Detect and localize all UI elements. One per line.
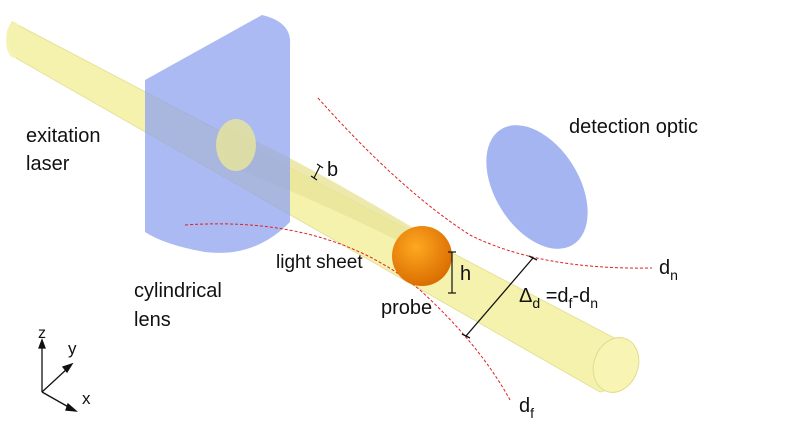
beam-start-cap [6, 22, 22, 58]
probe-label: probe [381, 297, 433, 319]
light-sheet-label: light sheet [276, 252, 363, 273]
probe-sphere [392, 226, 452, 286]
lens-aperture [216, 119, 256, 171]
dn-curve [317, 97, 653, 269]
h-marker [448, 251, 456, 294]
delta-main: Δ [519, 285, 533, 307]
delta-eq-sub1: f [568, 295, 573, 311]
dn-sub: n [670, 267, 678, 283]
df-sub: f [530, 405, 535, 421]
df-main: d [519, 395, 531, 417]
b-marker [310, 163, 324, 181]
delta-eq-mid: -d [572, 285, 591, 307]
delta-label: Δd =df-dn [519, 284, 598, 311]
cylindrical-lens [145, 15, 291, 253]
beam-end-cap [592, 337, 640, 393]
laser-label-line1: exitation [26, 125, 101, 147]
delta-eq: =d [540, 285, 569, 307]
delta-eq-sub2: n [590, 295, 598, 311]
axis-x-label: x [82, 389, 91, 408]
detection-optic-label: detection optic [569, 116, 698, 138]
axis-y-label: y [68, 339, 77, 358]
delta-marker [461, 255, 538, 339]
dn-label: dn [659, 256, 678, 283]
delta-sub: d [532, 295, 541, 311]
lens-label-line2: lens [134, 309, 171, 331]
lens-label-line1: cylindrical [134, 280, 222, 302]
df-curve [184, 223, 511, 401]
coordinate-axes [38, 338, 78, 412]
detection-optic [486, 125, 588, 249]
dn-main: d [659, 257, 671, 279]
laser-label-line2: laser [26, 153, 70, 175]
df-label: df [519, 394, 535, 421]
b-label: b [327, 159, 339, 181]
axis-z-label: z [38, 325, 46, 342]
h-label: h [460, 263, 472, 285]
